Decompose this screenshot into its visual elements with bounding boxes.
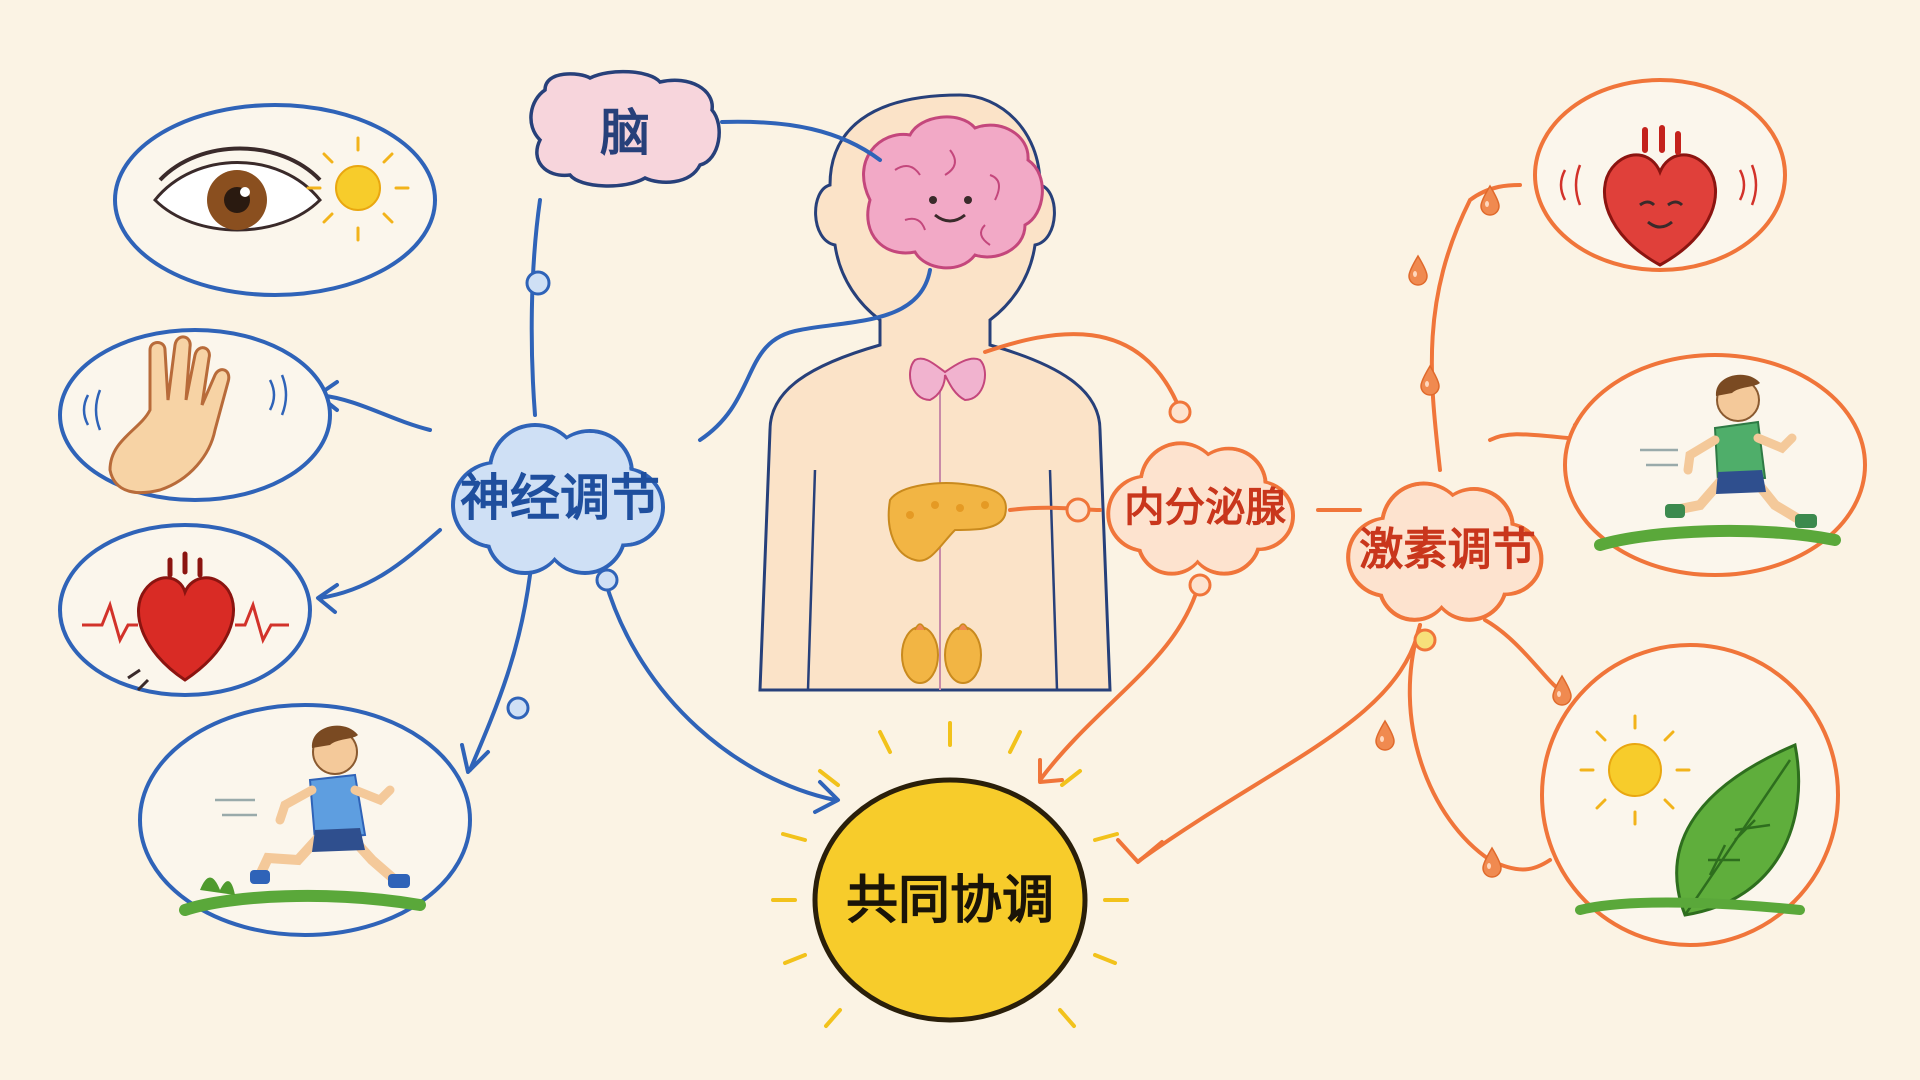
hormonal-regulation-label: 激素调节 bbox=[1359, 525, 1536, 576]
smiling-brain-icon bbox=[862, 115, 1044, 270]
sun-icon bbox=[306, 136, 410, 242]
leaf-icon bbox=[1675, 742, 1801, 917]
hormonal-connectors bbox=[983, 183, 1592, 872]
sun-leaf-oval bbox=[1540, 643, 1840, 947]
smiling-heart-icon bbox=[1603, 125, 1717, 267]
eye-icon bbox=[152, 146, 323, 232]
heartbeat-wave-icon bbox=[82, 600, 289, 644]
hand-icon bbox=[108, 335, 231, 495]
endocrine-gland-cloud: 内分泌腺 bbox=[1106, 441, 1296, 576]
pancreas-icon bbox=[887, 482, 1007, 562]
together-coordination-label: 共同协调 bbox=[846, 871, 1054, 931]
brain-label-cloud: 脑 bbox=[529, 69, 721, 188]
heart-beat-oval bbox=[58, 523, 312, 697]
together-coordination-sun: 共同协调 bbox=[771, 721, 1129, 1028]
touch-hand-oval bbox=[58, 328, 332, 502]
brain-label: 脑 bbox=[600, 104, 650, 162]
thyroid-icon bbox=[909, 357, 986, 402]
neural-regulation-cloud: 神经调节 bbox=[451, 423, 665, 575]
endocrine-gland-label: 内分泌腺 bbox=[1124, 483, 1286, 531]
hormonal-regulation-cloud: 激素调节 bbox=[1348, 484, 1541, 620]
adrenal-kidney-icon bbox=[901, 623, 982, 684]
running-boy-icon bbox=[215, 725, 410, 888]
neural-regulation-label: 神经调节 bbox=[460, 469, 660, 527]
eye-light-oval bbox=[113, 103, 437, 297]
neural-nodes bbox=[506, 270, 619, 720]
running-boy-left-oval bbox=[138, 703, 472, 937]
hormonal-nodes bbox=[1065, 400, 1437, 652]
running-boy-icon bbox=[1640, 374, 1817, 528]
heart-response-oval bbox=[1533, 78, 1787, 272]
sun-icon bbox=[1579, 714, 1691, 826]
running-boy-right-oval bbox=[1563, 353, 1867, 577]
heart-icon bbox=[127, 551, 236, 692]
neural-connectors bbox=[318, 119, 932, 802]
